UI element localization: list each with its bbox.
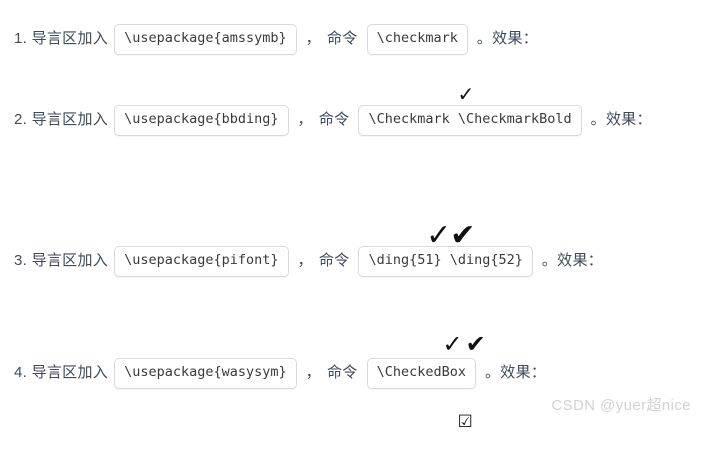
item-lead-text: 1. 导言区加入: [14, 30, 109, 48]
item-tail-text: 。效果：: [541, 252, 604, 270]
package-code-chip: \usepackage{bbding}: [114, 105, 289, 136]
item-lead-text: 2. 导言区加入: [14, 111, 109, 129]
item-tail-text: 。效果：: [484, 364, 547, 382]
checked-box-icon: ☑: [457, 412, 473, 432]
command-label: 命令: [318, 252, 350, 270]
command-code-chip: \ding{51} \ding{52}: [358, 246, 533, 277]
command-label: 命令: [326, 364, 358, 382]
checkmark-bold-icon: ✔: [465, 330, 489, 358]
item-lead-text: 3. 导言区加入: [14, 252, 109, 270]
list-item: 1. 导言区加入 \usepackage{amssymb} ， 命令 \chec…: [14, 24, 538, 55]
item-separator: ，: [305, 30, 321, 48]
list-item: 3. 导言区加入 \usepackage{pifont} ， 命令 \ding{…: [14, 246, 603, 277]
item-lead-text: 4. 导言区加入: [14, 364, 109, 382]
result-glyph-row: ☑: [436, 392, 473, 452]
item-tail-text: 。效果：: [476, 30, 539, 48]
list-item: 2. 导言区加入 \usepackage{bbding} ， 命令 \Check…: [14, 105, 652, 136]
command-label: 命令: [326, 30, 358, 48]
checkmark-icon: ✓: [442, 330, 466, 358]
command-label: 命令: [318, 111, 350, 129]
document-page: 1. 导言区加入 \usepackage{amssymb} ， 命令 \chec…: [14, 24, 691, 432]
item-separator: ，: [297, 252, 313, 270]
item-separator: ，: [305, 364, 321, 382]
package-code-chip: \usepackage{amssymb}: [114, 24, 297, 55]
item-tail-text: 。效果：: [590, 111, 652, 129]
command-code-chip: \checkmark: [366, 24, 468, 55]
checkmark-icon: ✓: [457, 82, 475, 106]
result-glyph-row: ✓✔: [400, 302, 489, 386]
package-code-chip: \usepackage{wasysym}: [114, 358, 297, 389]
package-code-chip: \usepackage{pifont}: [114, 246, 289, 277]
list-item: 4. 导言区加入 \usepackage{wasysym} ， 命令 \Chec…: [14, 358, 546, 389]
watermark: CSDN @yuer超nice: [551, 397, 691, 414]
result-glyph-row: ✓: [432, 58, 474, 130]
command-code-chip: \Checkmark \CheckmarkBold: [358, 105, 582, 136]
item-separator: ，: [297, 111, 313, 129]
command-code-chip: \CheckedBox: [366, 358, 476, 389]
